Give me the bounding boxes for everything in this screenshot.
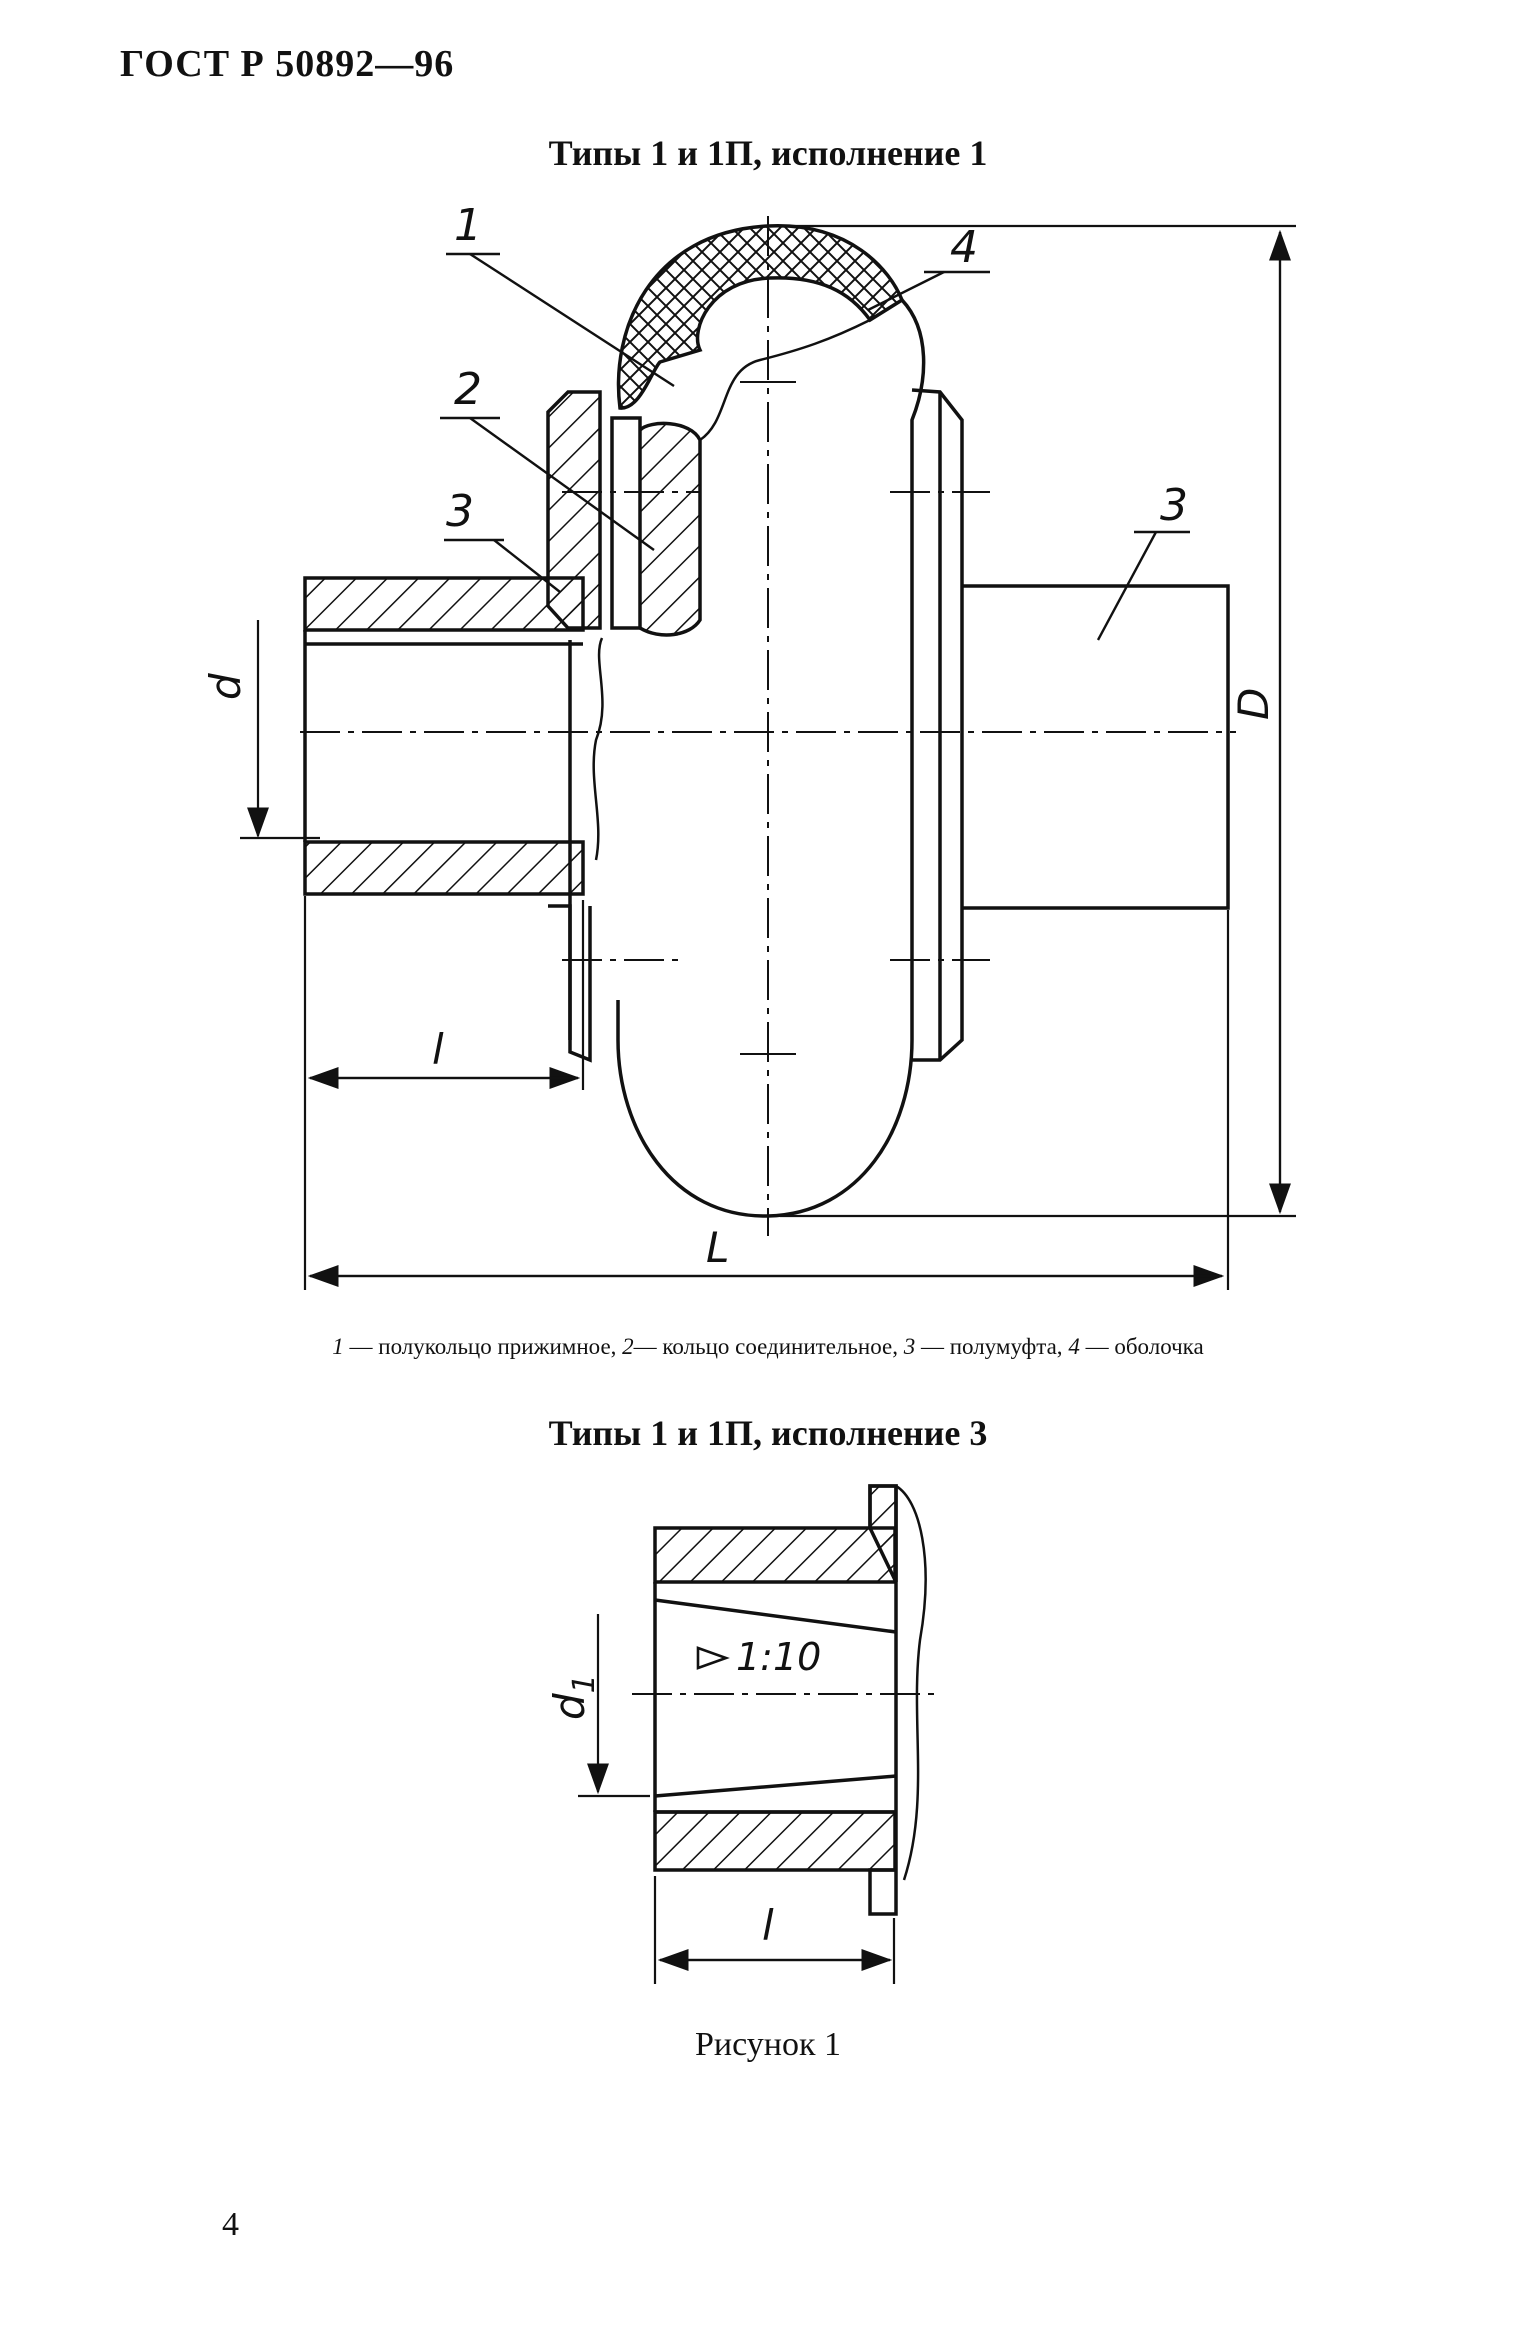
callout-2: 2	[454, 364, 482, 415]
legend-item-2: 2— кольцо соединительное,	[622, 1334, 898, 1359]
coupling-drawing-execution-1: 1 2 3 4 3 d D l L	[201, 200, 1296, 1290]
callout-1: 1	[454, 200, 482, 251]
dim-l-label: l	[432, 1025, 444, 1074]
right-hub	[962, 584, 1230, 910]
connecting-ring	[638, 421, 702, 637]
figure-2-title: Типы 1 и 1П, исполнение 3	[548, 1413, 988, 1453]
taper-ratio-label: 1:10	[736, 1635, 821, 1679]
left-hub-bottom-wall	[303, 840, 585, 896]
left-hub-top-wall	[303, 576, 585, 632]
dim-D-label: D	[1229, 688, 1278, 720]
dim-d1-label: d1	[545, 1674, 602, 1720]
right-flange	[911, 388, 964, 1062]
dim-L-label: L	[706, 1223, 729, 1272]
callout-4: 4	[950, 222, 978, 273]
figure-1-title: Типы 1 и 1П, исполнение 1	[548, 133, 988, 173]
callout-3-right: 3	[1160, 480, 1188, 531]
elastic-shell	[616, 224, 905, 410]
left-flange	[546, 390, 602, 630]
hub3-top-wall	[653, 1526, 897, 1584]
hub3-flange-top	[868, 1484, 898, 1583]
shell-outer-contour	[616, 298, 926, 1218]
hub3-bottom-wall	[653, 1810, 897, 1872]
legend-item-3: 3 — полумуфта,	[903, 1334, 1063, 1359]
standard-header: ГОСТ Р 50892—96	[120, 43, 455, 85]
figure-caption: Рисунок 1	[695, 2026, 841, 2063]
callout-3-left: 3	[446, 486, 474, 537]
dim-l3-label: l	[762, 1901, 774, 1950]
legend-item-1: 1 — полукольцо прижимное,	[332, 1334, 617, 1359]
legend-item-4: 4 — оболочка	[1068, 1334, 1204, 1359]
dim-d-label: d	[201, 673, 250, 700]
parts-legend: 1 — полукольцо прижимное, 2— кольцо соед…	[0, 1334, 1536, 1360]
page-number: 4	[222, 2206, 239, 2243]
